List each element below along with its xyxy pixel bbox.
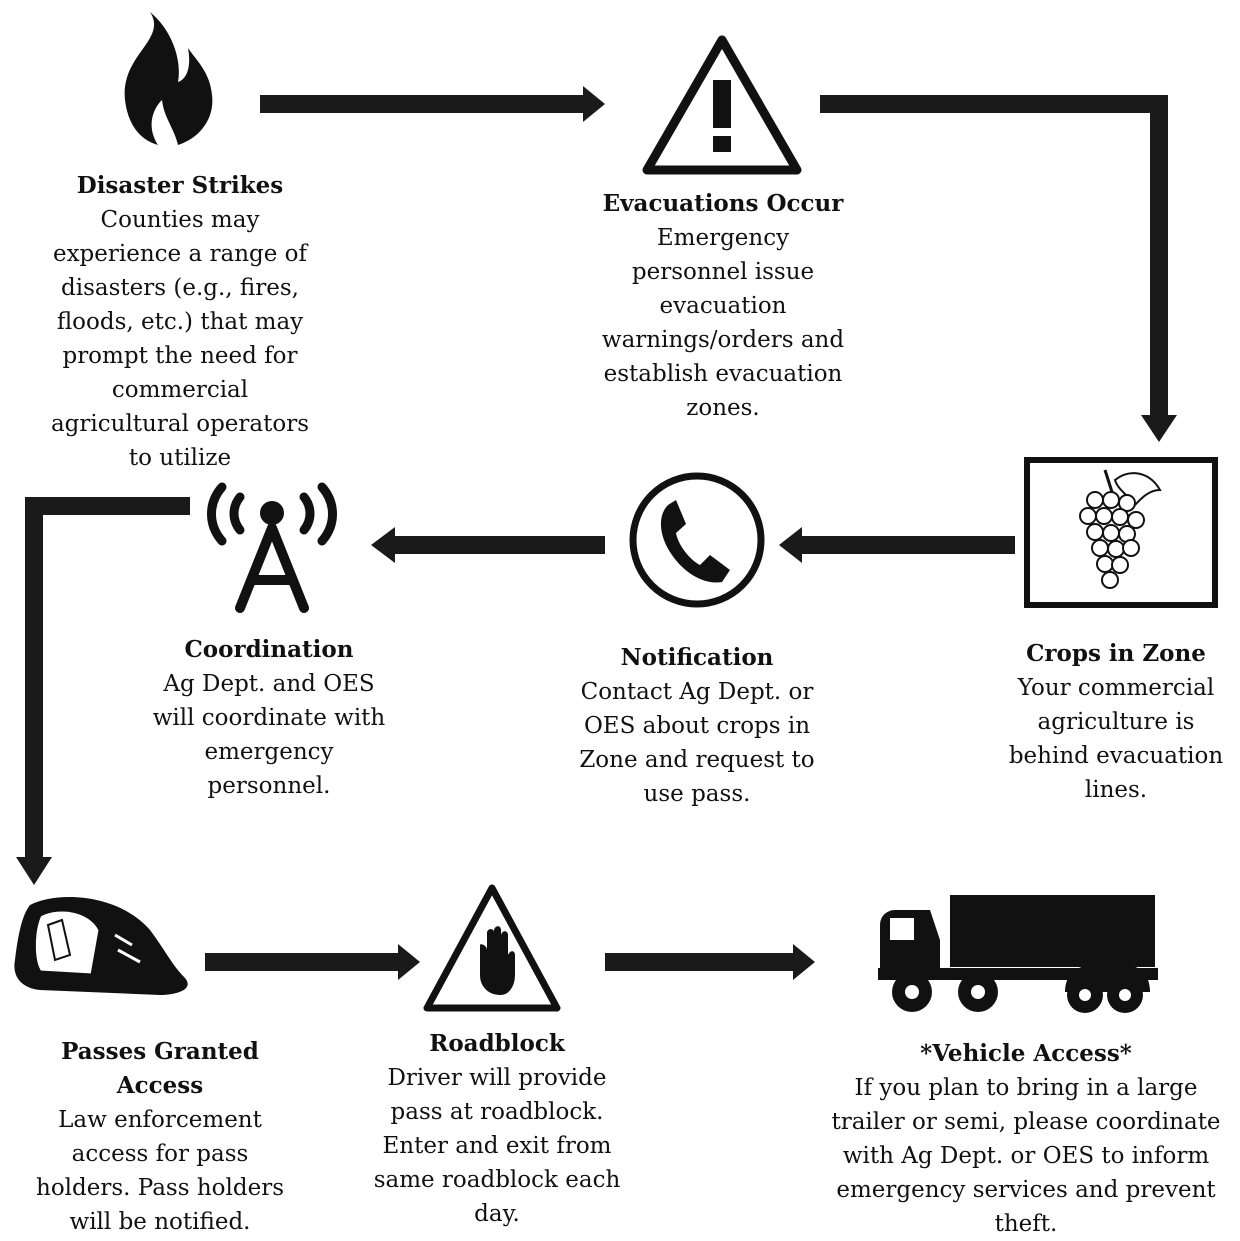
arrow-notification-to-coordination: [371, 527, 605, 563]
step-description: Driver will provide pass at roadblock. E…: [373, 1065, 621, 1227]
arrow-coordination-to-passes: [16, 497, 190, 885]
arrow-disaster-to-evacuations: [260, 86, 605, 122]
fire-icon: [124, 12, 213, 145]
arrow-passes-to-roadblock: [205, 944, 420, 980]
step-description: If you plan to bring in a large trailer …: [831, 1075, 1221, 1237]
arrow-crops-to-notification: [779, 527, 1015, 563]
step-passes: Passes Granted Access Law enforcement ac…: [30, 1035, 290, 1239]
step-description: Emergency personnel issue evacuation war…: [601, 225, 845, 421]
step-title: Evacuations Occur: [602, 190, 844, 217]
phone-icon: [629, 472, 765, 608]
step-evacuations: Evacuations Occur Emergency personnel is…: [598, 187, 848, 425]
stop-hand-icon: [423, 884, 561, 1012]
warning-icon: [642, 35, 802, 175]
arrow-roadblock-to-vehicle: [605, 944, 815, 980]
step-disaster: Disaster Strikes Counties may experience…: [50, 169, 310, 475]
step-description: Counties may experience a range of disas…: [50, 207, 310, 471]
step-crops: Crops in Zone Your commercial agricultur…: [994, 637, 1238, 807]
fire-helmet-icon: [14, 897, 188, 995]
grapes-icon: [1024, 457, 1218, 608]
step-title: *Vehicle Access*: [920, 1040, 1132, 1067]
step-description: Your commercial agriculture is behind ev…: [1008, 675, 1224, 803]
step-description: Ag Dept. and OES will coordinate with em…: [152, 671, 386, 799]
step-description: Contact Ag Dept. or OES about crops in Z…: [579, 679, 815, 807]
step-roadblock: Roadblock Driver will provide pass at ro…: [372, 1027, 622, 1231]
step-title: Roadblock: [429, 1030, 565, 1057]
arrow-evacuations-to-crops: [820, 95, 1177, 442]
step-title: Disaster Strikes: [76, 172, 284, 199]
step-notification: Notification Contact Ag Dept. or OES abo…: [576, 641, 818, 811]
step-description: Law enforcement access for pass holders.…: [36, 1107, 284, 1235]
radio-tower-icon: [207, 482, 337, 613]
truck-icon: [878, 895, 1158, 1013]
step-title: Coordination: [184, 636, 354, 663]
step-vehicle: *Vehicle Access* If you plan to bring in…: [818, 1037, 1234, 1241]
step-coordination: Coordination Ag Dept. and OES will coord…: [140, 633, 398, 803]
step-title: Notification: [620, 644, 774, 671]
step-title: Passes Granted Access: [61, 1038, 259, 1099]
step-title: Crops in Zone: [1026, 640, 1206, 667]
